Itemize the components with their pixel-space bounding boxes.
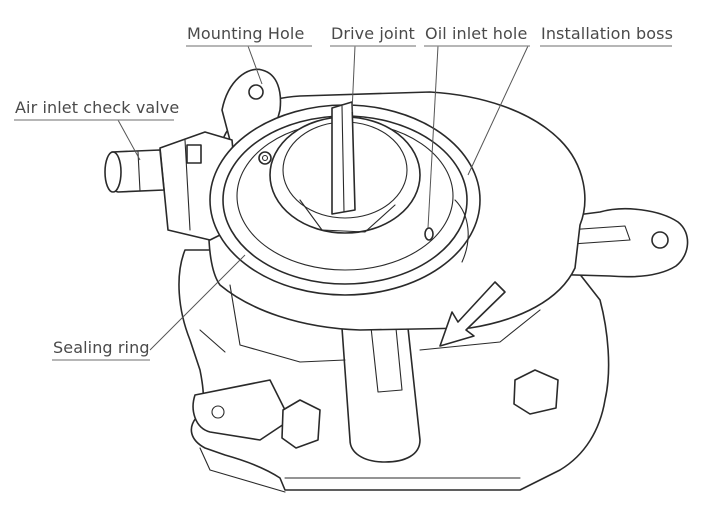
label-oil-inlet-hole: Oil inlet hole xyxy=(425,24,528,43)
hub-screw-center xyxy=(261,154,269,162)
nozzle-opening xyxy=(104,151,122,193)
leader-installation-boss xyxy=(467,45,529,176)
leader-air-inlet xyxy=(117,119,141,161)
right-arm-hole xyxy=(651,231,669,249)
valve-window xyxy=(186,144,202,164)
label-air-inlet-check-valve: Air inlet check valve xyxy=(15,98,180,117)
mounting-hole-circle xyxy=(248,84,264,100)
nozzle-ring xyxy=(137,151,141,192)
label-installation-boss: Installation boss xyxy=(541,24,674,43)
left-lug-hole xyxy=(211,405,225,419)
label-mounting-hole: Mounting Hole xyxy=(187,24,305,43)
housing-facet-right xyxy=(419,309,541,351)
leader-sealing-ring xyxy=(149,254,246,351)
leader-oil-inlet-hole xyxy=(427,45,439,229)
housing-facet-left xyxy=(229,284,346,363)
leader-drive-joint xyxy=(351,45,356,113)
installation-boss-contour xyxy=(454,199,469,263)
right-lower-boss xyxy=(513,369,559,415)
tang-edge xyxy=(341,105,345,213)
left-lower-lug xyxy=(192,379,291,441)
label-sealing-ring: Sealing ring xyxy=(53,338,150,357)
housing-edge-left xyxy=(199,329,226,353)
valve-body-edge xyxy=(184,139,191,231)
leader-mounting-hole xyxy=(247,45,263,85)
front-mounting-arm xyxy=(339,299,421,463)
label-drive-joint: Drive joint xyxy=(331,24,415,43)
base-edge xyxy=(199,447,286,493)
hub-screw xyxy=(258,151,272,165)
lower-boss xyxy=(281,399,321,449)
oil-inlet-hole-mark xyxy=(424,227,434,241)
rotation-arrow xyxy=(439,281,506,347)
hub-base-lines xyxy=(299,199,396,233)
